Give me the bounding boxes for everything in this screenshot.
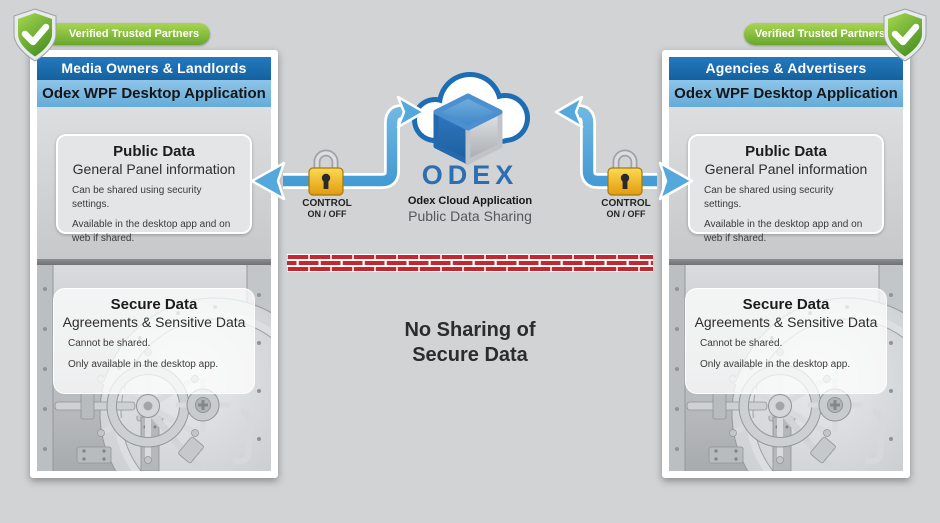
panel-media-owners: Media Owners & Landlords Odex WPF Deskto… <box>30 50 278 478</box>
public-data-card: Public Data General Panel information Ca… <box>688 134 884 244</box>
panel-media-owners-body: Media Owners & Landlords Odex WPF Deskto… <box>37 57 271 471</box>
cloud-caption-subtitle: Public Data Sharing <box>408 208 532 224</box>
secure-data-title: Secure Data <box>742 296 830 313</box>
public-data-line: Available in the desktop app and on web … <box>72 219 231 244</box>
section-divider <box>669 259 903 265</box>
public-data-title: Public Data <box>113 143 195 160</box>
cloud-caption-title: Odex Cloud Application <box>407 195 533 207</box>
shield-check-icon <box>883 8 927 62</box>
verified-badge: Verified Trusted Partners <box>44 23 210 45</box>
secure-data-subtitle: Agreements & Sensitive Data <box>62 314 246 330</box>
public-data-subtitle: General Panel information <box>72 161 236 177</box>
firewall-brick-wall <box>287 254 653 272</box>
secure-data-title: Secure Data <box>110 296 198 313</box>
verified-badge: Verified Trusted Partners <box>744 23 910 45</box>
panel-subheader: Odex WPF Desktop Application <box>37 80 271 107</box>
public-data-card: Public Data General Panel information Ca… <box>56 134 252 244</box>
section-divider <box>37 259 271 265</box>
odex-wordmark: ODEX <box>421 160 519 190</box>
public-data-title: Public Data <box>745 143 827 160</box>
panel-header: Agencies & Advertisers <box>669 57 903 80</box>
panel-subheader: Odex WPF Desktop Application <box>669 80 903 107</box>
public-data-line: Can be shared using security settings. <box>704 185 834 210</box>
no-sharing-message: No Sharing of Secure Data <box>404 319 536 366</box>
panel-header: Media Owners & Landlords <box>37 57 271 80</box>
secure-data-line: Only available in the desktop app. <box>700 358 851 370</box>
secure-data-line: Only available in the desktop app. <box>68 358 219 370</box>
secure-data-line: Cannot be shared. <box>700 338 783 349</box>
control-label: CONTROL ON / OFF <box>302 198 352 219</box>
public-data-line: Can be shared using security settings. <box>72 185 202 210</box>
public-data-line: Available in the desktop app and on web … <box>704 219 863 244</box>
control-label: CONTROL ON / OFF <box>601 198 651 219</box>
panel-agencies: Agencies & Advertisers Odex WPF Desktop … <box>662 50 910 478</box>
shield-check-icon <box>13 8 57 62</box>
padlock-icon <box>308 149 344 196</box>
secure-data-subtitle: Agreements & Sensitive Data <box>694 314 878 330</box>
odex-cloud-icon <box>412 72 530 165</box>
panel-agencies-body: Agencies & Advertisers Odex WPF Desktop … <box>669 57 903 471</box>
secure-data-card: Secure Data Agreements & Sensitive Data … <box>53 288 255 394</box>
public-data-subtitle: General Panel information <box>704 161 868 177</box>
secure-data-line: Cannot be shared. <box>68 338 151 349</box>
secure-data-card: Secure Data Agreements & Sensitive Data … <box>685 288 887 394</box>
padlock-icon <box>607 149 643 196</box>
